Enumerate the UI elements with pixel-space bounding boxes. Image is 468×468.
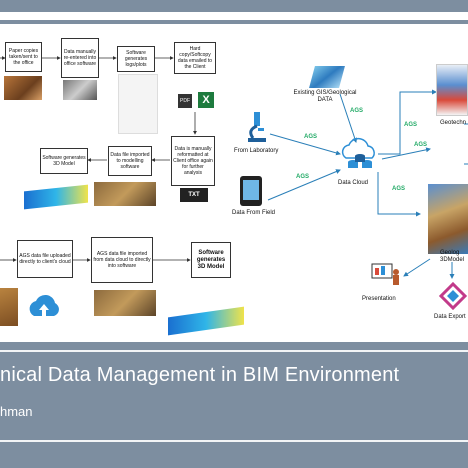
- terrain-photo-2: [0, 288, 18, 326]
- top-band: [0, 0, 468, 10]
- ags-upload-box: AGS data file uploaded directly to clien…: [17, 240, 73, 278]
- geotech-label: Geotechn: [440, 120, 467, 126]
- slide-title: nical Data Management in BIM Environment: [0, 364, 400, 386]
- data-export-icon-svg: [438, 281, 468, 311]
- cloud-upload-icon: [24, 286, 64, 326]
- separator-bottom: [0, 440, 468, 442]
- presentation-icon: [370, 262, 402, 288]
- data-cloud-icon-svg: [341, 137, 375, 168]
- connector-lines: [0, 56, 468, 279]
- data-from-field-label: Data From Field: [232, 210, 276, 216]
- generate-3d-box-1: Software generates 3D Model: [40, 148, 88, 174]
- data-export-label: Data Export: [434, 314, 466, 320]
- tablet-screen: [243, 180, 259, 200]
- generate-3d-box-2: Software generates 3D Model: [191, 242, 231, 278]
- geological-model-image: [428, 184, 468, 254]
- ags-tag-cloud: AGS: [414, 142, 428, 148]
- diagram-canvas: Paper copies taken/sent to the office Da…: [0, 24, 468, 342]
- field-tablet-icon: [240, 176, 262, 206]
- terrain-image-1: [94, 182, 156, 206]
- ags-tag-gis: AGS: [350, 108, 364, 114]
- hardcopy-email-box: Hard copy/Softcopy data emailed to the C…: [174, 42, 216, 74]
- reformat-box: Data is manually reformatted at Client o…: [171, 136, 215, 186]
- separator-top: [0, 350, 468, 352]
- presentation-icon-svg: [371, 263, 399, 285]
- ags-import-box: AGS data file imported from data cloud t…: [91, 237, 153, 283]
- logs-plots-box: Software generates logs/plots: [117, 46, 155, 72]
- data-export-icon: [438, 281, 468, 311]
- pdf-file-icon: PDF: [178, 94, 192, 108]
- from-laboratory-label: From Laboratory: [234, 148, 279, 154]
- logs-plot-image: [118, 74, 158, 134]
- ags-tag-field: AGS: [296, 174, 310, 180]
- ags-tag-lab: AGS: [304, 134, 318, 140]
- manual-reentry-box: Data manually re-entered into office sof…: [61, 38, 99, 78]
- microscope-icon-svg: [248, 112, 266, 142]
- slide-author: hman: [0, 404, 33, 419]
- gis-map-icon: [309, 66, 345, 88]
- top-white-strip: [0, 12, 468, 20]
- data-entry-photo: [63, 80, 97, 100]
- excel-file-icon: X: [198, 92, 214, 108]
- paper-copies-photo: [4, 76, 42, 100]
- ags-tag-geotech: AGS: [404, 122, 418, 128]
- paper-copies-box: Paper copies taken/sent to the office: [5, 42, 42, 72]
- microscope-icon: [244, 110, 270, 144]
- data-cloud-label: Data Cloud: [338, 180, 369, 186]
- geological-model-label: Geolog 3DModel: [440, 250, 465, 263]
- txt-file-icon: TXT: [180, 188, 208, 202]
- presentation-label: Presentation: [362, 296, 396, 302]
- geotech-chart-image: [436, 64, 468, 116]
- cloud-upload-icon-svg: [29, 294, 59, 316]
- terrain-image-2: [94, 290, 156, 316]
- ags-tag-model: AGS: [392, 186, 406, 192]
- data-cloud-icon: [338, 136, 382, 172]
- existing-gis-label: Existing GIS/Geological DATA: [293, 90, 357, 103]
- import-modelling-box: Data file imported to modelling software: [108, 146, 152, 176]
